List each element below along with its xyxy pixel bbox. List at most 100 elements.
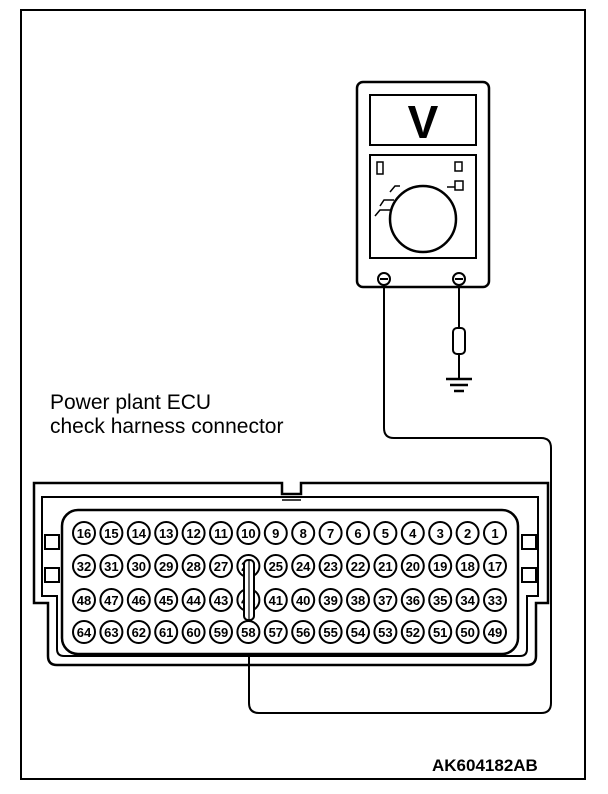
- connector-pin-16: 16: [72, 521, 96, 545]
- connector-pin-5: 5: [373, 521, 398, 545]
- connector-pin-57: 57: [263, 620, 288, 644]
- connector-pin-41: 41: [263, 588, 288, 612]
- pin-number: 25: [269, 559, 283, 574]
- connector-latch-right-lower: [521, 567, 537, 583]
- connector-pin-61: 61: [154, 620, 179, 644]
- connector-pin-63: 63: [99, 620, 124, 644]
- connector-latch-left: [44, 534, 60, 550]
- connector-pin-12: 12: [181, 521, 206, 545]
- connector-pin-48: 48: [72, 588, 96, 612]
- connector-pin-28: 28: [181, 554, 206, 578]
- connector-pin-39: 39: [318, 588, 343, 612]
- pin-number: 7: [327, 526, 334, 541]
- connector-pin-46: 46: [126, 588, 151, 612]
- multimeter-dial: [388, 184, 458, 254]
- pin-number: 49: [488, 625, 502, 640]
- connector-pin-37: 37: [373, 588, 398, 612]
- pin-number: 43: [214, 593, 228, 608]
- connector-pin-19: 19: [428, 554, 453, 578]
- connector-outer-shell: [32, 481, 550, 667]
- ground-lead: [452, 285, 466, 378]
- connector-pin-3: 3: [428, 521, 453, 545]
- pin-number: 57: [269, 625, 283, 640]
- pin-number: 4: [409, 526, 417, 541]
- connector-latch-right: [521, 534, 537, 550]
- pin-number: 46: [132, 593, 146, 608]
- pin-number: 33: [488, 593, 502, 608]
- connector-pin-8: 8: [291, 521, 316, 545]
- connector-pin-18: 18: [455, 554, 480, 578]
- figure-code: AK604182AB: [432, 756, 538, 775]
- pin-number: 17: [488, 559, 502, 574]
- pin-number: 6: [354, 526, 361, 541]
- dial-scale-tick-low: [374, 209, 392, 217]
- connector-pin-56: 56: [291, 620, 316, 644]
- pin-number: 23: [323, 559, 337, 574]
- pin-number: 35: [433, 593, 447, 608]
- connector-pin-47: 47: [99, 588, 124, 612]
- connector-pin-51: 51: [428, 620, 453, 644]
- connector-latch-left-lower: [44, 567, 60, 583]
- connector-pin-59: 59: [209, 620, 233, 644]
- connector-pin-45: 45: [154, 588, 179, 612]
- pin-number: 15: [104, 526, 118, 541]
- pin-number: 47: [104, 593, 118, 608]
- connector-pin-52: 52: [400, 620, 425, 644]
- pin-number: 58: [241, 625, 255, 640]
- pin-number: 32: [77, 559, 91, 574]
- connector-pin-6: 6: [346, 521, 370, 545]
- pin-number: 2: [464, 526, 471, 541]
- multimeter-display: [369, 94, 477, 146]
- connector-pin-62: 62: [126, 620, 151, 644]
- pin-number: 41: [269, 593, 283, 608]
- multimeter-indicator-left: [376, 161, 384, 175]
- connector-pin-44: 44: [181, 588, 206, 612]
- pin-number: 3: [437, 526, 444, 541]
- connector-pin-24: 24: [291, 554, 316, 578]
- connector-pin-17: 17: [483, 554, 507, 578]
- pin-number: 40: [296, 593, 310, 608]
- multimeter-body: [355, 80, 491, 289]
- pin-number: 5: [382, 526, 389, 541]
- pin-number: 54: [351, 625, 366, 640]
- pin-number: 30: [132, 559, 146, 574]
- connector-pin-11: 11: [209, 521, 233, 545]
- pin-number: 13: [159, 526, 173, 541]
- pin-number: 55: [323, 625, 337, 640]
- figure-frame: [20, 9, 586, 780]
- pin-number: 14: [132, 526, 147, 541]
- pin-number: 44: [186, 593, 201, 608]
- harness-connector: [32, 481, 550, 667]
- connector-inner-shell: [41, 496, 539, 657]
- connector-pin-20: 20: [400, 554, 425, 578]
- pin-number: 48: [77, 593, 91, 608]
- pin-number: 22: [351, 559, 365, 574]
- connector-pin-23: 23: [318, 554, 343, 578]
- pin-number: 63: [104, 625, 118, 640]
- display-symbol: V: [408, 96, 439, 148]
- pin-number: 28: [186, 559, 200, 574]
- pin-number: 64: [77, 625, 92, 640]
- pin-number: 21: [378, 559, 392, 574]
- pin-number: 19: [433, 559, 447, 574]
- connector-pin-15: 15: [99, 521, 124, 545]
- connector-pin-64: 64: [72, 620, 96, 644]
- connector-label-line1: Power plant ECU: [50, 391, 212, 414]
- pin-number: 39: [323, 593, 337, 608]
- pin-number: 60: [186, 625, 200, 640]
- connector-pin-35: 35: [428, 588, 453, 612]
- multimeter-indicator-right-top: [454, 161, 463, 172]
- pin-number: 1: [491, 526, 498, 541]
- connector-pin-21: 21: [373, 554, 398, 578]
- probe-tip: [243, 559, 255, 621]
- pin-number: 59: [214, 625, 228, 640]
- pin-number: 37: [378, 593, 392, 608]
- connector-pin-1: 1: [483, 521, 507, 545]
- connector-pin-32: 32: [72, 554, 96, 578]
- pin-number: 36: [406, 593, 420, 608]
- multimeter-dial-panel: [369, 154, 477, 259]
- connector-pin-29: 29: [154, 554, 179, 578]
- connector-pin-27: 27: [209, 554, 233, 578]
- connector-pin-34: 34: [455, 588, 480, 612]
- pin-number: 45: [159, 593, 173, 608]
